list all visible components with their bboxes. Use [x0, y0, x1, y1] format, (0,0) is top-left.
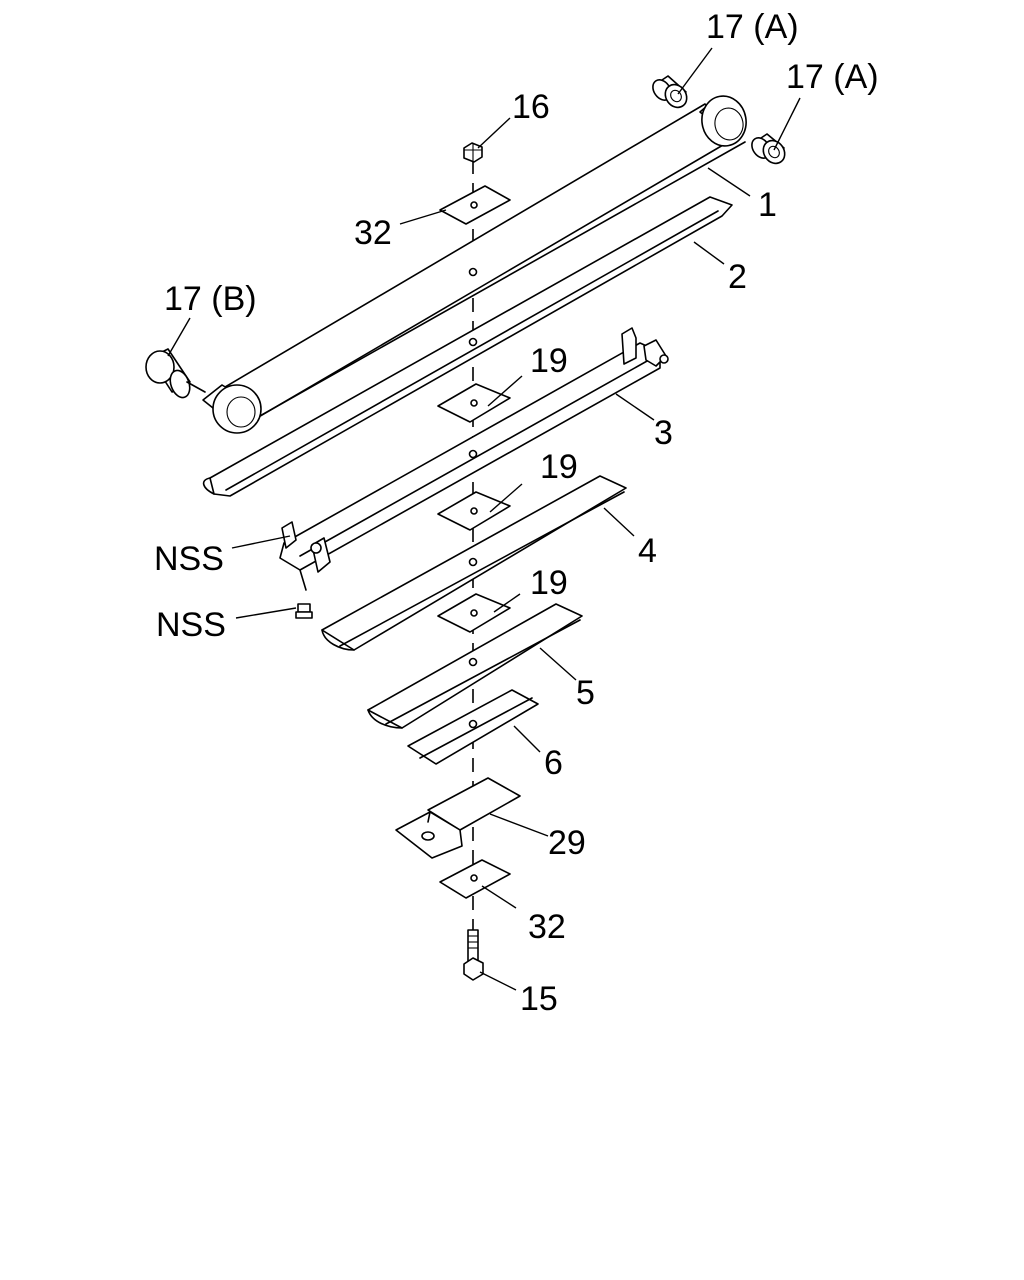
label-nss-a: NSS	[154, 540, 224, 578]
label-3: 3	[654, 414, 673, 452]
part-2-second-leaf	[202, 196, 733, 497]
part-5-leaf	[367, 603, 583, 729]
label-4: 4	[638, 532, 657, 570]
label-17a-right: 17 (A)	[786, 58, 879, 96]
label-1: 1	[758, 186, 777, 224]
part-29-seat	[395, 777, 521, 859]
part-19-spacer-2	[437, 491, 511, 531]
label-32-top: 32	[354, 214, 392, 252]
part-17a-bushing-right	[751, 133, 786, 165]
part-16-nut	[463, 142, 483, 163]
part-32-plate-top	[439, 185, 511, 225]
nss-bolt	[295, 603, 313, 619]
part-19-spacer-1	[437, 383, 511, 423]
label-2: 2	[728, 258, 747, 296]
leader-lines	[167, 47, 801, 991]
label-6: 6	[544, 744, 563, 782]
part-17a-bushing-top	[652, 75, 688, 109]
label-19-b: 19	[540, 448, 578, 486]
label-17b: 17 (B)	[164, 280, 257, 318]
label-17a-top: 17 (A)	[706, 8, 799, 46]
label-32-bottom: 32	[528, 908, 566, 946]
label-19-a: 19	[530, 342, 568, 380]
label-5: 5	[576, 674, 595, 712]
part-19-spacer-3	[437, 593, 511, 633]
label-15: 15	[520, 980, 558, 1018]
label-29: 29	[548, 824, 586, 862]
part-1-main-leaf	[202, 95, 747, 434]
label-nss-b: NSS	[156, 606, 226, 644]
part-32-plate-bottom	[439, 859, 511, 899]
part-17b-bushing	[145, 348, 206, 399]
label-16: 16	[512, 88, 550, 126]
part-15-bolt	[463, 929, 484, 981]
label-19-c: 19	[530, 564, 568, 602]
